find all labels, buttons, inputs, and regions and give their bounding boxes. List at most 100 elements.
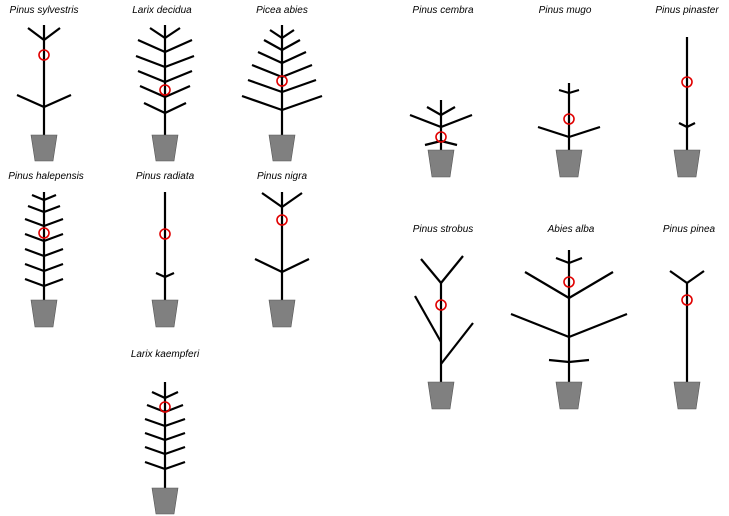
branches <box>155 271 175 279</box>
branch <box>281 78 317 94</box>
tree-pinus-mugo: Pinus mugo <box>537 5 601 178</box>
branch <box>43 93 72 109</box>
branch <box>164 54 195 69</box>
species-label: Pinus nigra <box>257 171 307 182</box>
branch <box>269 29 283 39</box>
branch <box>144 460 166 471</box>
branch <box>164 271 175 279</box>
branches <box>144 391 186 471</box>
branches <box>414 255 474 365</box>
red-circle-marker <box>276 214 288 226</box>
branch <box>281 192 303 208</box>
branch <box>409 113 442 129</box>
species-label: Pinus sylvestris <box>10 5 79 16</box>
branch <box>43 277 64 288</box>
pot <box>268 134 296 162</box>
species-label: Pinus pinaster <box>655 5 719 16</box>
pot <box>673 381 701 410</box>
branch <box>548 358 570 364</box>
branches <box>678 122 696 128</box>
branch <box>43 27 61 41</box>
red-circle-marker <box>159 401 171 413</box>
branch <box>440 106 456 116</box>
branch <box>568 271 614 299</box>
branch <box>137 38 166 54</box>
branch <box>254 258 283 273</box>
branch <box>426 106 442 116</box>
red-circle-marker <box>38 49 50 61</box>
branch <box>24 262 45 273</box>
branches <box>510 256 628 364</box>
branch <box>135 54 166 69</box>
branch <box>524 271 570 299</box>
branch <box>555 256 570 265</box>
branch <box>27 27 45 41</box>
tree-picea-abies: Picea abies <box>241 5 323 162</box>
branches <box>24 193 64 288</box>
red-circle-marker <box>563 113 575 125</box>
tree-pinus-cembra: Pinus cembra <box>409 5 474 178</box>
branch <box>43 204 61 214</box>
branch <box>24 277 45 288</box>
branch <box>420 258 442 284</box>
branch <box>164 84 191 99</box>
species-label: Pinus radiata <box>136 171 195 182</box>
branch <box>164 27 181 39</box>
pot <box>151 299 179 328</box>
branch <box>164 417 186 428</box>
pot <box>151 487 179 515</box>
red-circle-marker <box>38 227 50 239</box>
branches <box>537 88 601 139</box>
branch <box>164 102 187 114</box>
tree-pinus-sylvestris: Pinus sylvestris <box>10 5 79 162</box>
branch <box>164 431 186 442</box>
branch <box>164 69 193 84</box>
branch <box>669 270 688 284</box>
branch <box>151 391 166 399</box>
species-label: Pinus pinea <box>663 224 716 235</box>
red-circle-marker <box>563 276 575 288</box>
branch <box>686 270 705 284</box>
tree-pinus-pinaster: Pinus pinaster <box>655 5 719 178</box>
branch <box>281 63 313 79</box>
branch <box>440 322 474 365</box>
branch <box>43 232 64 243</box>
red-circle-marker <box>435 131 447 143</box>
pot <box>151 134 179 162</box>
pot <box>427 381 455 410</box>
red-circle-marker <box>681 294 693 306</box>
branch <box>686 122 696 128</box>
branch <box>43 193 57 202</box>
species-label: Picea abies <box>256 5 308 16</box>
branch <box>568 312 628 339</box>
branch <box>678 122 688 128</box>
species-label: Pinus cembra <box>412 5 474 16</box>
branch <box>144 431 166 442</box>
branch <box>558 88 570 95</box>
branch <box>537 125 570 139</box>
branches <box>254 192 310 273</box>
tree-pinus-nigra: Pinus nigra <box>254 171 310 328</box>
branch <box>568 88 580 95</box>
branch <box>24 217 45 228</box>
branch <box>144 445 166 456</box>
branch <box>164 445 186 456</box>
branch <box>440 113 473 129</box>
branch <box>257 51 283 64</box>
branch <box>568 125 601 139</box>
tree-pinus-strobus: Pinus strobus <box>413 224 474 410</box>
branch <box>164 38 193 54</box>
branch <box>155 271 166 279</box>
red-circle-marker <box>681 76 693 88</box>
branch <box>241 94 283 112</box>
branch <box>31 193 45 202</box>
branch <box>24 232 45 243</box>
branch <box>281 94 323 112</box>
pot <box>268 299 296 328</box>
branch <box>43 247 64 258</box>
branch <box>247 78 283 94</box>
pot <box>30 299 58 328</box>
pot <box>427 149 455 178</box>
branch <box>144 417 166 428</box>
